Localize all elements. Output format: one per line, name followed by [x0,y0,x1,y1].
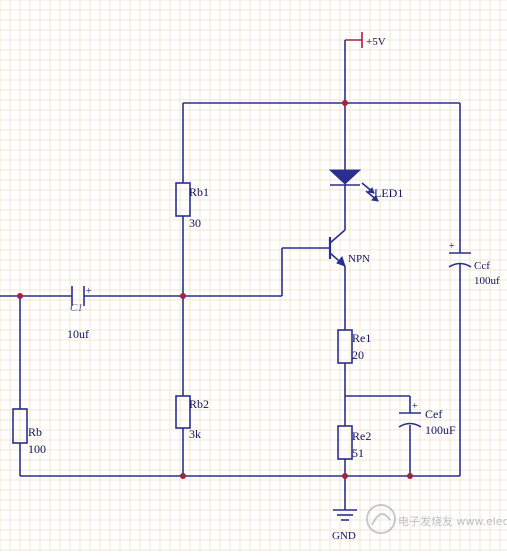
c1-plus-sign: + [86,286,92,297]
re2-name-label: Re2 [352,429,371,443]
ccf-plus-sign: + [449,241,455,252]
cef-name-label: Cef [425,407,442,421]
npn-name-label: NPN [348,253,370,265]
c1-name-label: C1 [70,302,83,314]
cef-value-label: 100uF [425,423,456,437]
wires [0,40,461,510]
rb-name-label: Rb [28,425,42,439]
re1-name-label: Re1 [352,331,371,345]
re1-value-label: 20 [352,348,364,362]
resistor-rb1: Rb1 30 [175,182,209,230]
rb-value-label: 100 [28,442,46,456]
cef-plus-sign: + [412,401,418,412]
resistor-re2: Re2 51 [337,425,371,460]
watermark: 电子发烧友 www.elecfans.com [366,504,507,534]
vcc-label: +5V [366,36,386,48]
resistor-rb: Rb 100 [12,408,46,456]
watermark-text: 电子发烧友 www.elecfans.com [398,514,507,528]
c1-value-label: 10uf [67,327,89,341]
transistor-npn: NPN [328,229,370,267]
rb1-name-label: Rb1 [189,185,209,199]
resistor-re1: Re1 20 [337,329,371,364]
ground-symbol: GND [332,509,357,542]
rb1-value-label: 30 [189,216,201,230]
led-led1: LED1 [328,169,403,202]
junction-top-rail [342,100,348,106]
led-name-label: LED1 [374,186,403,200]
junction-input [17,293,23,299]
gnd-label: GND [332,530,356,542]
ccf-name-label: Ccf [474,260,490,272]
junction-bottom-re2 [342,473,348,479]
capacitor-ccf: + Ccf 100uf [448,241,500,287]
resistor-rb2: Rb2 3k [175,395,209,441]
watermark-logo-icon [366,504,396,534]
capacitor-cef: + Cef 100uF [398,401,456,437]
re2-value-label: 51 [352,446,364,460]
ccf-value-label: 100uf [474,275,500,287]
rb2-value-label: 3k [189,427,201,441]
junctions [17,100,413,479]
junction-bottom-cef [407,473,413,479]
junction-bottom-rb2 [180,473,186,479]
rb2-name-label: Rb2 [189,397,209,411]
vcc-symbol: +5V [345,32,386,48]
junction-base [180,293,186,299]
capacitor-c1: + C1 10uf [67,286,92,341]
